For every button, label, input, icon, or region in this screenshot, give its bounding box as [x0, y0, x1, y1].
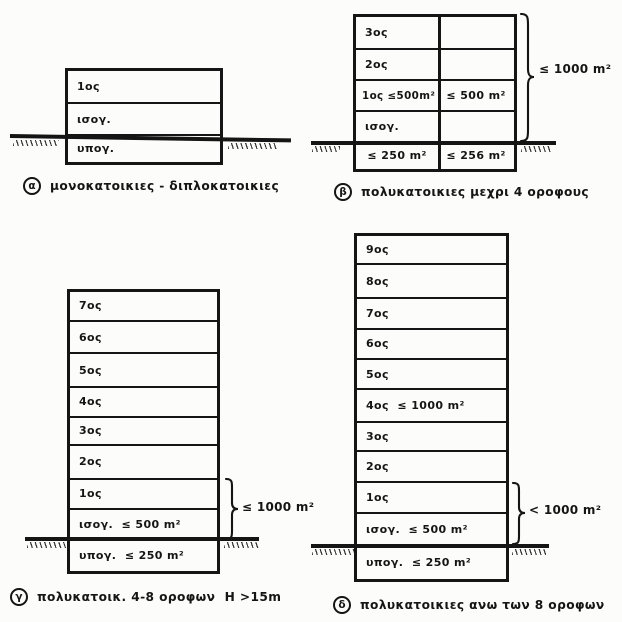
ground-hatch [27, 542, 67, 548]
floor-label: 3ος [365, 25, 388, 39]
building-d: 9ος 8ος 7ος 6ος 5ος 4ος ≤ 1000 m² 3ος 2ο… [354, 233, 509, 582]
ground-line-d [311, 544, 549, 548]
floor-label: υπογ. ≤ 250 m² [79, 549, 185, 563]
figure-letter-badge: γ [10, 588, 28, 606]
floor-row: 1ος [357, 481, 506, 512]
floor-label: 1ος [77, 80, 100, 94]
basement-row: υπογ. ≤ 250 m² [357, 544, 506, 579]
ground-hatch [228, 143, 277, 149]
building-a: 1ος ισογ. υπογ. [65, 68, 223, 165]
caption-text: πολυκατοικιες μεχρι 4 οροφους [361, 185, 590, 199]
caption-text: πολυκατοικιες ανω των 8 οροφων [360, 598, 605, 612]
floor-row: 7ος [70, 292, 217, 320]
floor-row: ισογ. [68, 102, 220, 134]
floor-label: 1ος [79, 487, 102, 501]
floor-row: 1ος ≤500m² ≤ 500 m² [356, 79, 514, 110]
ground-hatch [224, 542, 260, 548]
floor-label: 6ος [79, 330, 102, 344]
floor-row: 4ος ≤ 1000 m² [357, 388, 506, 421]
figure-letter-badge: δ [333, 596, 351, 614]
floor-row: 4ος [70, 385, 217, 416]
floor-label: 2ος [79, 455, 102, 469]
floor-row: 6ος [70, 319, 217, 353]
caption-a: α μονοκατοικιες - διπλοκατοικιες [23, 177, 279, 195]
ground-hatch [312, 549, 354, 555]
floor-row: 2ος [357, 449, 506, 482]
floor-row: 3ος [356, 17, 514, 48]
floor-row: 9ος [357, 236, 506, 263]
floor-row: ισογ. [356, 110, 514, 140]
ground-line-c [25, 537, 259, 541]
floor-label: 3ος [366, 429, 389, 443]
floor-label: ισογ. ≤ 500 m² [79, 517, 181, 531]
floor-row: 3ος [70, 415, 217, 444]
ground-line-b [311, 141, 556, 145]
caption-b: β πολυκατοικιες μεχρι 4 οροφους [334, 183, 589, 201]
floor-label: υπογ. [77, 142, 115, 156]
floor-label: 8ος [366, 274, 389, 288]
ground-hatch [13, 140, 59, 146]
brace-c [224, 478, 239, 540]
floor-row: 5ος [357, 357, 506, 389]
brace-label: < 1000 m² [529, 503, 602, 517]
brace-label: ≤ 1000 m² [242, 500, 315, 514]
area-label: ≤ 256 m² [446, 149, 506, 163]
floor-row: 1ος [68, 71, 220, 102]
floor-row: 7ος [357, 297, 506, 328]
caption-d: δ πολυκατοικιες ανω των 8 οροφων [333, 596, 605, 614]
caption-text: μονοκατοικιες - διπλοκατοικιες [50, 179, 280, 193]
ground-hatch [512, 549, 546, 555]
floor-row: 6ος [357, 327, 506, 358]
ground-hatch [312, 146, 340, 152]
area-label: ≤ 250 m² [367, 149, 427, 163]
column-divider [438, 17, 441, 169]
floor-label: 5ος [366, 367, 389, 381]
floor-label: ισογ. [77, 112, 112, 126]
caption-c: γ πολυκατοικ. 4-8 οροφων H >15m [10, 588, 281, 606]
floor-label: 4ος ≤ 1000 m² [366, 399, 465, 413]
building-c: 7ος 6ος 5ος 4ος 3ος 2ος 1ος ισογ. ≤ 500 … [67, 289, 220, 574]
floor-row: 2ος [70, 443, 217, 478]
area-label: ≤ 500 m² [446, 89, 506, 103]
floor-row: υπογ. [68, 133, 220, 162]
floor-row: 3ος [357, 420, 506, 450]
building-b: 3ος 2ος 1ος ≤500m² ≤ 500 m² ισογ. ≤ 250 … [353, 14, 517, 172]
floor-label: 7ος [79, 299, 102, 313]
caption-text: πολυκατοικ. 4-8 οροφων H >15m [37, 590, 282, 604]
floor-row: 8ος [357, 262, 506, 297]
floor-label: 4ος [79, 395, 102, 409]
floor-row: ισογ. ≤ 500 m² [70, 507, 217, 539]
basement-row: υπογ. ≤ 250 m² [70, 538, 217, 571]
floor-label: 1ος [366, 491, 389, 505]
floor-label: 6ος [366, 337, 389, 351]
figure-letter-badge: α [23, 177, 41, 195]
floor-label: 2ος [366, 460, 389, 474]
floor-label: 1ος ≤500m² [362, 89, 436, 102]
floor-label: 3ος [79, 424, 102, 438]
floor-label: 5ος [79, 363, 102, 377]
floor-row: 5ος [70, 352, 217, 385]
floor-row: ισογ. ≤ 500 m² [357, 512, 506, 545]
brace-d [511, 482, 526, 545]
floor-label: ισογ. [365, 119, 400, 133]
floor-row: 2ος [356, 47, 514, 79]
floor-label: ισογ. ≤ 500 m² [366, 522, 468, 536]
floor-label: υπογ. ≤ 250 m² [366, 556, 472, 570]
brace-b [519, 13, 535, 142]
ground-hatch [521, 146, 552, 152]
figure-letter-badge: β [334, 183, 352, 201]
floor-label: 7ος [366, 307, 389, 321]
floor-label: 9ος [366, 242, 389, 256]
floor-row: 1ος [70, 477, 217, 508]
brace-label: ≤ 1000 m² [539, 62, 612, 76]
floor-label: 2ος [365, 58, 388, 72]
